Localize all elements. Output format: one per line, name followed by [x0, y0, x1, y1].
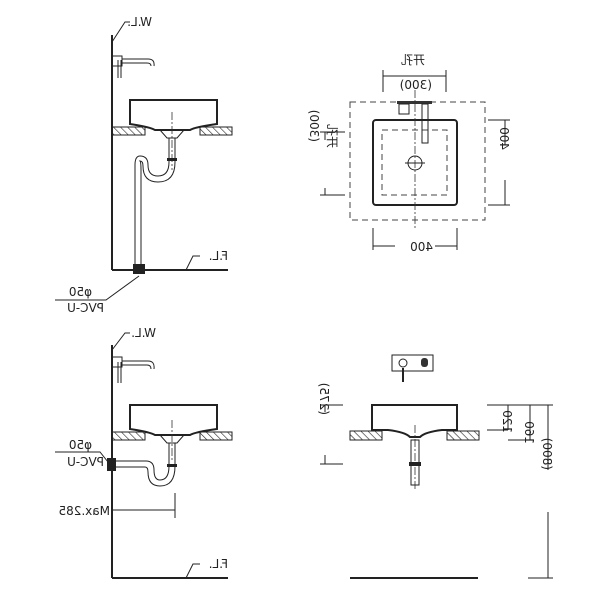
basin-total-height-dimension: (275)	[317, 383, 331, 415]
width-dimension: 400	[410, 240, 433, 254]
drain-height-dimension: 160	[522, 421, 536, 444]
cutout-side-label: 开孔	[325, 124, 339, 148]
drain-diameter-label-2: φ50	[69, 438, 92, 452]
faucet-icon	[111, 55, 155, 78]
trap-pipe	[133, 138, 177, 274]
mount-height-dimension: (800)	[540, 438, 554, 470]
cutout-side-size: (300)	[307, 110, 321, 142]
cutout-top-label: 开孔	[401, 53, 425, 67]
front-view: (275) 120 160 (800)	[317, 354, 554, 579]
fl-label-2: F.L.	[209, 557, 228, 571]
drain-material-label: PVC-U	[67, 301, 104, 315]
wl-label: W.L.	[127, 15, 152, 29]
plan-view: 开孔 (300) 400 400 (300) 开孔	[307, 53, 511, 254]
basin-height-dimension: 120	[500, 410, 514, 433]
cutout-top-size: (300)	[400, 78, 432, 92]
side-view-wall-drain: W.L. F.L. φ50 PVC-U Max.285	[55, 326, 233, 579]
max-distance-dimension: Max.285	[58, 504, 110, 518]
side-view-floor-drain: W.L. F.L. φ50 PVC-U	[55, 15, 233, 315]
trap-pipe	[107, 443, 177, 487]
fl-label: F.L.	[209, 249, 228, 263]
drain-material-label-2: PVC-U	[67, 455, 104, 469]
drain-diameter-label: φ50	[69, 285, 92, 299]
faucet-icon	[111, 356, 155, 383]
wl-label-2: W.L.	[131, 326, 156, 340]
depth-dimension: 400	[497, 127, 511, 150]
